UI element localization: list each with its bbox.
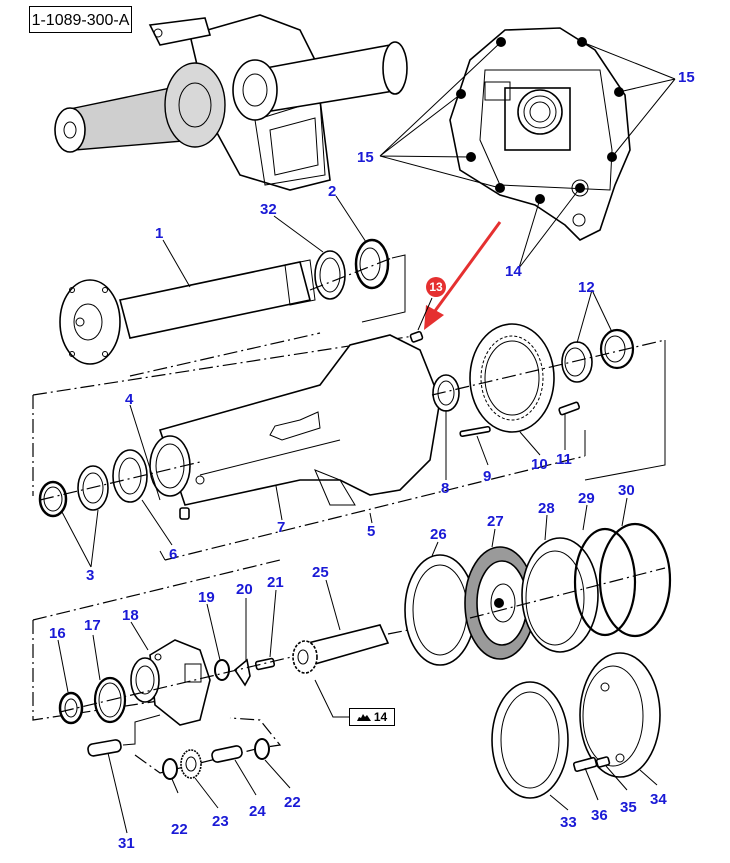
callout-14[interactable]: 14: [505, 263, 522, 280]
callout-27[interactable]: 27: [487, 513, 504, 530]
callout-16[interactable]: 16: [49, 625, 66, 642]
kit-reference-box[interactable]: 14: [349, 708, 395, 726]
callout-22-left[interactable]: 22: [171, 821, 188, 838]
callout-15-left[interactable]: 15: [357, 149, 374, 166]
callout-20[interactable]: 20: [236, 581, 253, 598]
callout-31[interactable]: 31: [118, 835, 135, 852]
callout-8[interactable]: 8: [441, 480, 449, 497]
axle-shaft-illustration: [59, 238, 406, 377]
axle-housing-illustration: [32, 330, 586, 561]
brake-assembly-illustration: [404, 522, 672, 666]
callout-9[interactable]: 9: [483, 468, 491, 485]
highlight-badge-13[interactable]: 13: [426, 277, 446, 297]
leader-lines: [57, 195, 658, 834]
highlight-badge-number: 13: [429, 280, 443, 294]
cover-plate-illustration: [379, 27, 676, 269]
callout-17[interactable]: 17: [84, 617, 101, 634]
callout-12[interactable]: 12: [578, 279, 595, 296]
callout-21[interactable]: 21: [267, 574, 284, 591]
callout-32[interactable]: 32: [260, 201, 277, 218]
callout-33[interactable]: 33: [560, 814, 577, 831]
callout-10[interactable]: 10: [531, 456, 548, 473]
callout-36[interactable]: 36: [591, 807, 608, 824]
callout-34[interactable]: 34: [650, 791, 667, 808]
callout-2[interactable]: 2: [328, 183, 336, 200]
diagram-reference-code: 1-1089-300-A: [29, 6, 132, 33]
callout-15-right[interactable]: 15: [678, 69, 695, 86]
callout-18[interactable]: 18: [122, 607, 139, 624]
callout-22-right[interactable]: 22: [284, 794, 301, 811]
overview-assembly-illustration: [54, 14, 408, 191]
callout-3[interactable]: 3: [86, 567, 94, 584]
callout-24[interactable]: 24: [249, 803, 266, 820]
planetary-carrier-illustration: [32, 559, 301, 780]
callout-30[interactable]: 30: [618, 482, 635, 499]
callout-1[interactable]: 1: [155, 225, 163, 242]
callout-35[interactable]: 35: [620, 799, 637, 816]
kit-icon: [356, 714, 371, 721]
callout-5[interactable]: 5: [367, 523, 375, 540]
callout-4[interactable]: 4: [125, 391, 134, 408]
callout-25[interactable]: 25: [312, 564, 329, 581]
brake-housing-illustration: [491, 652, 661, 799]
callout-19[interactable]: 19: [198, 589, 215, 606]
callout-23[interactable]: 23: [212, 813, 229, 830]
callout-7[interactable]: 7: [277, 519, 285, 536]
kit-reference-number: 14: [373, 710, 388, 724]
callout-26[interactable]: 26: [430, 526, 447, 543]
callout-28[interactable]: 28: [538, 500, 555, 517]
ring-gear-illustration: [431, 323, 666, 481]
sun-gear-shaft-illustration: [292, 617, 471, 674]
callout-11[interactable]: 11: [556, 451, 572, 468]
highlight-arrow: [424, 221, 502, 330]
callout-6[interactable]: 6: [169, 546, 177, 563]
callout-29[interactable]: 29: [578, 490, 595, 507]
callout-labels: 1 2 32 15 15 14 12 4 3 6 7 5 8 9 10 11 1…: [49, 69, 695, 852]
